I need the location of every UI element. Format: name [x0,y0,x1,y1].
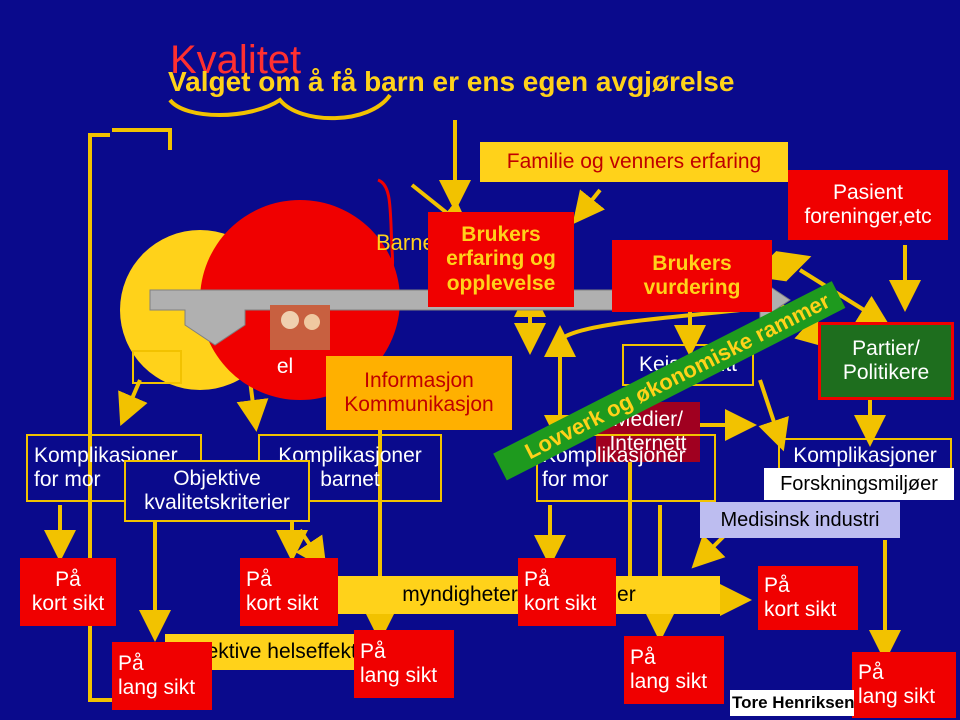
box-medier: Medier/ Internett [596,402,700,462]
box-brukers-erfaring: Brukers erfaring og opplevelse [428,212,574,307]
box-el: el [268,350,302,384]
box-lang-sikt-2: På lang sikt [354,630,454,698]
photo-thumbnail [270,305,330,350]
left-loop-line [88,133,120,702]
box-objektive: Objektive kvalitetskriterier [124,460,310,522]
box-lang-sikt-1: På lang sikt [112,642,212,710]
box-lang-sikt-3: På lang sikt [624,636,724,704]
box-familie: Familie og venners erfaring [480,142,788,182]
box-forskning: Forskningsmiljøer [764,468,954,500]
title-main: Valget om å få barn er ens egen avgjørel… [168,66,735,97]
box-medisinsk: Medisinsk industri [700,502,900,538]
box-brukers-vurdering: Brukers vurdering [612,240,772,312]
box-kort-sikt-3: På kort sikt [518,558,616,626]
box-kort-sikt-2: På kort sikt [240,558,338,626]
box-subjektive: Subjektive helseffekter [165,634,375,670]
box-blank-left [132,350,182,384]
bracket-line [112,128,172,150]
box-pasient: Pasient foreninger,etc [788,170,948,240]
box-kort-sikt-4: På kort sikt [758,566,858,630]
author-label: Tore Henriksen [730,690,854,716]
box-informasjon: Informasjon Kommunikasjon [326,356,512,430]
box-kompl-mor2: Komplikasjoner for mor [536,434,716,502]
box-lang-sikt-4: På lang sikt [852,652,956,718]
box-kompl-barnet: Komplikasjoner barnet [258,434,442,502]
box-partier: Partier/ Politikere [818,322,954,400]
curly-brace [168,93,392,121]
title-kvalitet: Kvalitet [170,38,302,82]
box-kort-sikt-1: På kort sikt [20,558,116,626]
